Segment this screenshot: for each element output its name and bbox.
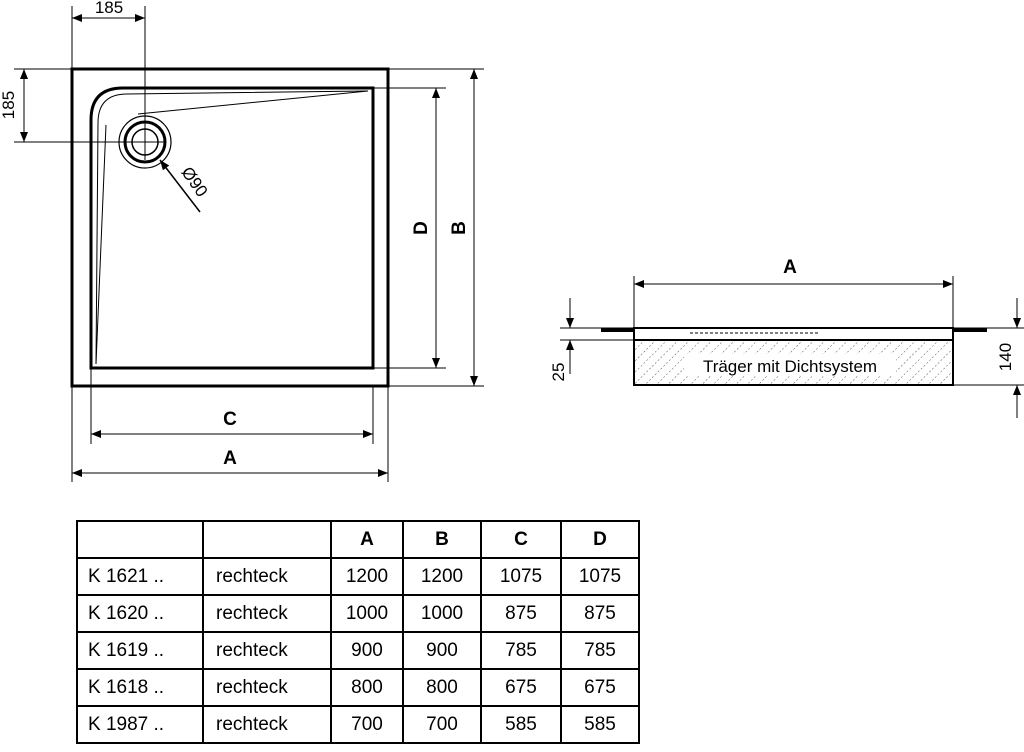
shape: rechteck [202, 594, 332, 633]
dim-c-label: C [223, 409, 237, 430]
header-cell [76, 520, 204, 559]
dim-b-label: B [449, 221, 470, 235]
floor-left [601, 328, 634, 332]
value-a: 700 [330, 705, 404, 744]
value-c: 785 [480, 631, 562, 670]
basin-inner-line [95, 90, 369, 365]
product-code: K 1987 .. [76, 705, 204, 744]
value-d: 875 [560, 594, 640, 633]
side-dim-a-label: A [783, 257, 797, 278]
value-b: 1000 [402, 594, 482, 633]
value-d: 675 [560, 668, 640, 707]
value-d: 585 [560, 705, 640, 744]
product-code: K 1620 .. [76, 594, 204, 633]
value-c: 1075 [480, 557, 562, 596]
dim-d-label: D [411, 221, 432, 235]
table-row: K 1619 .. rechteck 900 900 785 785 [76, 631, 640, 670]
header-cell: B [402, 520, 482, 559]
header-cell: D [560, 520, 640, 559]
total-height-label: 140 [996, 343, 1015, 371]
shape: rechteck [202, 668, 332, 707]
product-code: K 1621 .. [76, 557, 204, 596]
value-c: 585 [480, 705, 562, 744]
header-cell [202, 520, 332, 559]
value-d: 785 [560, 631, 640, 670]
table-row: K 1987 .. rechteck 700 700 585 585 [76, 705, 640, 744]
value-a: 800 [330, 668, 404, 707]
header-cell: A [330, 520, 404, 559]
value-a: 1200 [330, 557, 404, 596]
dim-a-label: A [223, 448, 237, 469]
value-c: 875 [480, 594, 562, 633]
value-b: 800 [402, 668, 482, 707]
drain-offset-x-label: 185 [95, 0, 123, 17]
basin-outline [89, 86, 375, 370]
support-label: Träger mit Dichtsystem [703, 357, 877, 376]
value-a: 1000 [330, 594, 404, 633]
value-c: 675 [480, 668, 562, 707]
product-code: K 1619 .. [76, 631, 204, 670]
table-row: K 1621 .. rechteck 1200 1200 1075 1075 [76, 557, 640, 596]
side-view: A Träger mit Dichtsystem 25 140 [549, 257, 1024, 418]
value-a: 900 [330, 631, 404, 670]
header-cell: C [480, 520, 562, 559]
dimensions-table: A B C D K 1621 .. rechteck 1200 1200 107… [76, 520, 640, 744]
technical-drawing: 185 185 Ø90 D B C A A [0, 0, 1024, 482]
table-row: K 1618 .. rechteck 800 800 675 675 [76, 668, 640, 707]
tray-height-label: 25 [549, 363, 568, 382]
drain-diameter-label: Ø90 [178, 163, 212, 200]
tray-section [633, 327, 954, 341]
value-b: 700 [402, 705, 482, 744]
plan-view: 185 185 Ø90 D B C A [0, 0, 484, 482]
shape: rechteck [202, 557, 332, 596]
value-b: 1200 [402, 557, 482, 596]
drain-offset-y-label: 185 [0, 91, 18, 119]
value-d: 1075 [560, 557, 640, 596]
product-code: K 1618 .. [76, 668, 204, 707]
shape: rechteck [202, 631, 332, 670]
table-header-row: A B C D [76, 520, 640, 559]
floor-right [953, 328, 987, 332]
value-b: 900 [402, 631, 482, 670]
shape: rechteck [202, 705, 332, 744]
tray-outline [70, 67, 390, 388]
table-row: K 1620 .. rechteck 1000 1000 875 875 [76, 594, 640, 633]
